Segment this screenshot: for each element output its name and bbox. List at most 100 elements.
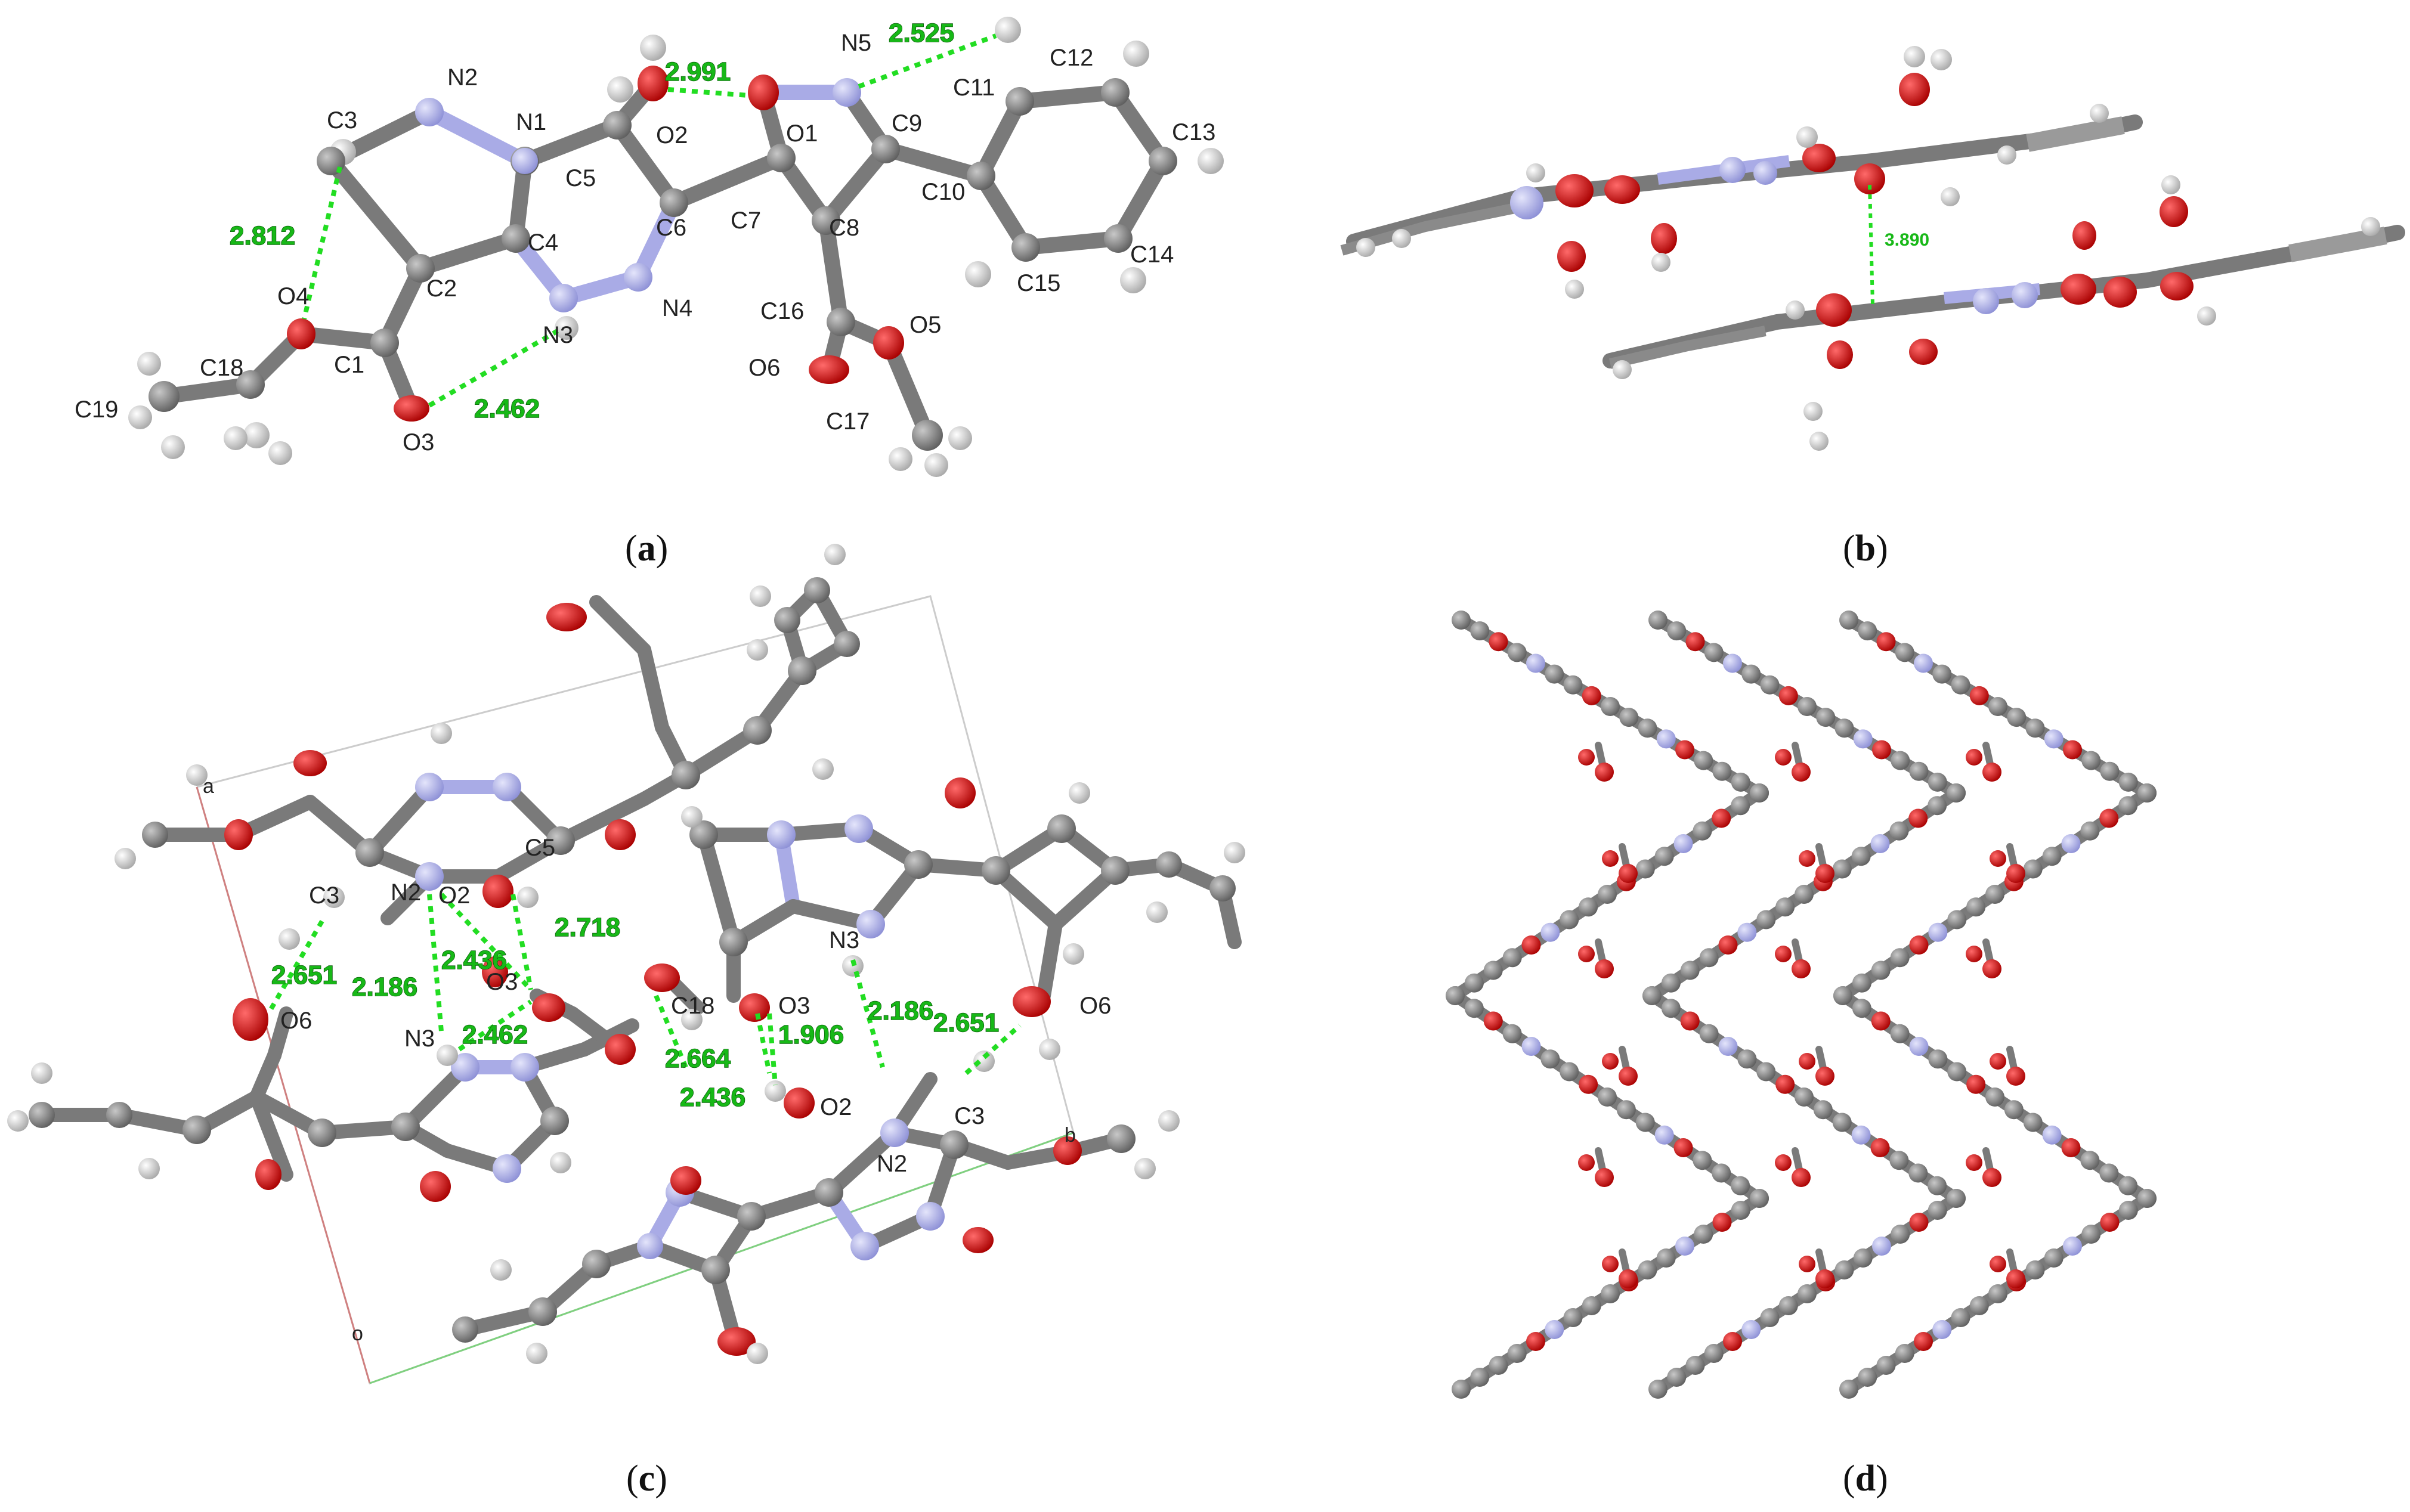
atom-label: O6 xyxy=(1079,993,1111,1019)
panel-b: 3.890 xyxy=(1340,46,2405,451)
hbond-distances-c: 2.718 2.436 2.651 2.186 2.462 2.664 1.90… xyxy=(271,912,1000,1113)
chain-atom xyxy=(1890,948,1910,968)
chain-atom xyxy=(1799,1053,1815,1070)
chain-atom xyxy=(2118,796,2138,816)
hbond-distance: 2.651 xyxy=(271,961,337,990)
chain-atom xyxy=(1723,1332,1742,1351)
chain-atom xyxy=(2100,1213,2120,1232)
chain-atom xyxy=(1969,686,1989,705)
chain-atom xyxy=(1775,897,1795,917)
chain-atom xyxy=(1723,653,1742,673)
atom-label: O3 xyxy=(778,993,810,1019)
chain-atom xyxy=(1947,783,1966,803)
chain-atom xyxy=(1775,1074,1795,1094)
chain-atom xyxy=(1582,1296,1601,1315)
chain-atom xyxy=(1601,1284,1620,1303)
chain-atom xyxy=(1832,1113,1852,1132)
chain-atom xyxy=(1839,611,1858,630)
chain-atom xyxy=(1648,1380,1667,1399)
hydrogen-bonds-c xyxy=(266,893,1022,1086)
chain-atom xyxy=(2063,1237,2082,1256)
atom-label: C4 xyxy=(528,230,558,256)
chain-atom xyxy=(1489,632,1508,652)
chain-atom xyxy=(2099,808,2119,828)
chain-atom xyxy=(1667,1368,1687,1387)
chain-atom xyxy=(1815,864,1834,883)
chain-atom xyxy=(1914,1332,1933,1351)
chain-atom xyxy=(1798,1284,1817,1303)
chain-atom xyxy=(1966,1074,1986,1094)
chain-atom xyxy=(1966,1154,1982,1171)
chain-atom xyxy=(1928,1176,1947,1195)
chain-atom xyxy=(2061,834,2081,853)
chain-atom xyxy=(1489,1356,1508,1375)
chain-atom xyxy=(1675,740,1694,760)
chain-atom xyxy=(2061,1138,2081,1157)
packing-bonds xyxy=(35,583,1242,1343)
chain-atom xyxy=(2023,1113,2043,1132)
chain-atom xyxy=(1795,885,1814,904)
chain-atom xyxy=(1579,897,1598,917)
chain-atom xyxy=(1932,664,1952,684)
hbond-distance: 2.186 xyxy=(352,972,417,1002)
chain-atom xyxy=(2025,718,2045,738)
atom-label: N2 xyxy=(391,879,421,906)
atom-label: C16 xyxy=(760,298,804,324)
chain-atom xyxy=(1602,1256,1619,1272)
chain-atom xyxy=(1756,1062,1776,1082)
chain-atom xyxy=(1988,697,2007,716)
chain-atom xyxy=(1815,1269,1834,1288)
chain-atom xyxy=(1452,1380,1471,1399)
chain-atom xyxy=(1578,946,1595,962)
chain-atom xyxy=(2023,859,2043,879)
atom-label: C12 xyxy=(1050,45,1093,71)
chain-atom xyxy=(2080,821,2100,841)
atom-label: C18 xyxy=(200,355,243,381)
chain-atom xyxy=(1638,718,1657,738)
stack-upper-molecule xyxy=(1340,46,2143,299)
chain-atom xyxy=(2080,1151,2100,1170)
chain-atom xyxy=(2118,1176,2138,1195)
chain-atom xyxy=(1446,986,1465,1005)
chain-atom xyxy=(1470,1368,1490,1387)
chain-atom xyxy=(1928,772,1947,792)
chain-atom xyxy=(1680,1011,1700,1031)
chain-atom xyxy=(1851,847,1871,866)
chain-atom xyxy=(1756,910,1776,929)
hbond-distance: 2.991 xyxy=(665,57,731,86)
chain-atom xyxy=(1982,763,2001,782)
atom-label: O3 xyxy=(486,969,518,995)
chain-atom xyxy=(1853,1248,1873,1268)
chain-atom xyxy=(1540,922,1560,942)
chain-atom xyxy=(1908,808,1928,828)
chain-atom xyxy=(1876,1356,1896,1375)
atom-label: C11 xyxy=(953,75,995,101)
chain-atom xyxy=(1966,749,1982,766)
atom-label: C3 xyxy=(954,1103,985,1129)
atom-label: N3 xyxy=(404,1025,435,1052)
chain-atom xyxy=(1872,740,1891,760)
chain-atom xyxy=(1619,1269,1638,1288)
hydrogen-bonds-a xyxy=(302,33,997,408)
hbond-distance: 2.436 xyxy=(441,946,507,975)
chain-atom xyxy=(1638,1260,1657,1279)
chain-atom xyxy=(1966,897,1986,917)
chain-atom xyxy=(2006,1269,2025,1288)
chain-atom xyxy=(1661,999,1681,1018)
chain-atom xyxy=(1895,643,1914,662)
chain-atom xyxy=(1578,1154,1595,1171)
atom-label: C7 xyxy=(731,207,761,234)
chain-atom xyxy=(1667,621,1687,641)
chain-atom xyxy=(1656,729,1676,749)
chain-atom xyxy=(1909,935,1929,955)
atom-label: O5 xyxy=(909,312,941,338)
caption-b: (b) xyxy=(1843,528,1888,569)
hbond-distance: 2.436 xyxy=(680,1083,745,1112)
chain-atom xyxy=(1601,697,1620,716)
chain-atom xyxy=(1502,1024,1522,1043)
chain-atom xyxy=(1982,959,2001,978)
chain-atom xyxy=(1595,763,1614,782)
chain-atom xyxy=(1858,1368,1877,1387)
chain-atom xyxy=(1673,1138,1693,1157)
chain-atom xyxy=(1969,1296,1989,1315)
